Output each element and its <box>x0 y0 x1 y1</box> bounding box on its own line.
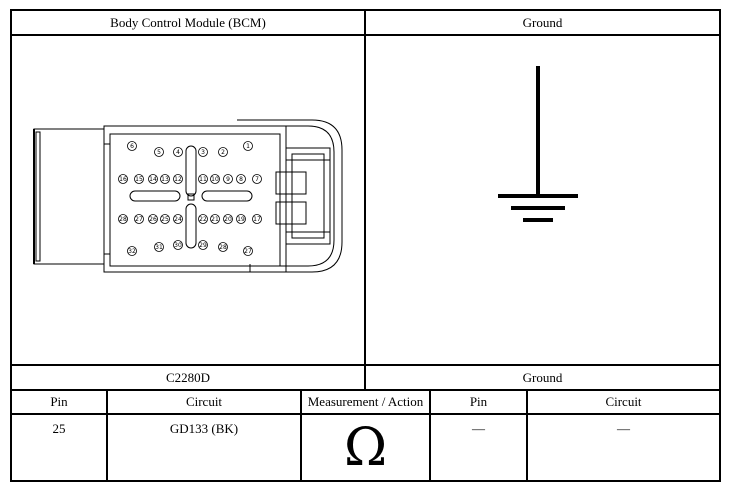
th-pin-a: Pin <box>50 394 68 409</box>
ohm-icon: Ω <box>343 417 388 478</box>
col-divider-3 <box>429 389 431 482</box>
pin-r3-5: 24 <box>173 214 183 224</box>
col-divider-2 <box>300 389 302 482</box>
pin-13: 13 <box>160 174 170 184</box>
pin-b-3: 30 <box>173 240 183 250</box>
pin-4: 4 <box>173 147 183 157</box>
pin-b-6: 27 <box>243 246 253 256</box>
pin-15: 15 <box>134 174 144 184</box>
pin-8: 8 <box>236 174 246 184</box>
bcm-title: Body Control Module (BCM) <box>110 14 266 30</box>
pin-r3-4: 25 <box>160 214 170 224</box>
svg-text:28: 28 <box>119 216 127 223</box>
pin-1: 1 <box>243 141 253 151</box>
svg-text:5: 5 <box>157 149 161 156</box>
connector-housing <box>237 119 343 273</box>
svg-text:7: 7 <box>255 176 259 183</box>
svg-text:29: 29 <box>199 242 207 249</box>
cell-pin-a: 25 <box>52 421 66 436</box>
svg-text:10: 10 <box>211 176 219 183</box>
cell-circuit-b: — <box>617 421 630 436</box>
ground-symbol-icon <box>498 66 578 222</box>
th-pin-b: Pin <box>469 394 488 409</box>
connector-name: C2280D <box>165 369 211 385</box>
svg-text:22: 22 <box>199 216 207 223</box>
svg-text:16: 16 <box>119 176 127 183</box>
pin-7: 7 <box>252 174 262 184</box>
svg-text:2: 2 <box>221 149 225 156</box>
svg-text:17: 17 <box>253 216 261 223</box>
svg-text:30: 30 <box>174 242 182 249</box>
pin-12: 12 <box>173 174 183 184</box>
svg-text:12: 12 <box>174 176 182 183</box>
pin-16: 16 <box>118 174 128 184</box>
svg-text:31: 31 <box>155 244 163 251</box>
pin-b-1: 32 <box>127 246 137 256</box>
col-divider-1 <box>106 389 108 482</box>
svg-text:8: 8 <box>239 176 243 183</box>
pin-r3-9: 19 <box>236 214 246 224</box>
pin-b-5: 28 <box>218 242 228 252</box>
svg-text:6: 6 <box>130 143 134 150</box>
pin-3: 3 <box>198 147 208 157</box>
pin-11: 11 <box>198 174 208 184</box>
svg-text:3: 3 <box>201 149 205 156</box>
svg-text:14: 14 <box>149 176 157 183</box>
svg-text:19: 19 <box>237 216 245 223</box>
pin-r3-2: 27 <box>134 214 144 224</box>
pin-r3-7: 21 <box>210 214 220 224</box>
pin-9: 9 <box>223 174 233 184</box>
pin-r3-1: 28 <box>118 214 128 224</box>
pin-r3-6: 22 <box>198 214 208 224</box>
pin-6: 6 <box>127 141 137 151</box>
pin-2: 2 <box>218 147 228 157</box>
pin-r3-8: 20 <box>223 214 233 224</box>
th-measurement: Measurement / Action <box>307 394 424 409</box>
svg-text:32: 32 <box>128 248 136 255</box>
center-divider <box>364 9 366 391</box>
pin-b-4: 29 <box>198 240 208 250</box>
svg-text:1: 1 <box>246 143 250 150</box>
pin-5: 5 <box>154 147 164 157</box>
cell-measurement: Ω <box>302 415 429 480</box>
cell-circuit-a: GD133 (BK) <box>169 421 239 436</box>
svg-text:27: 27 <box>244 248 252 255</box>
col-divider-4 <box>526 389 528 482</box>
pin-10: 10 <box>210 174 220 184</box>
pin-r3-10: 17 <box>252 214 262 224</box>
pin-b-2: 31 <box>154 242 164 252</box>
cell-pin-b: — <box>472 421 485 436</box>
svg-text:25: 25 <box>161 216 169 223</box>
table-top <box>10 389 721 391</box>
svg-text:11: 11 <box>199 176 207 183</box>
svg-text:24: 24 <box>174 216 182 223</box>
connector-diagram: 6 5 4 3 2 1 16 15 14 13 12 11 10 9 8 7 2… <box>33 119 343 273</box>
ground-title: Ground <box>522 14 563 30</box>
svg-text:4: 4 <box>176 149 180 156</box>
connector-row-top <box>10 364 721 366</box>
svg-text:26: 26 <box>149 216 157 223</box>
ground-label: Ground <box>522 369 563 385</box>
pin-14: 14 <box>148 174 158 184</box>
svg-text:27: 27 <box>135 216 143 223</box>
table-header-divider <box>10 413 721 415</box>
svg-text:21: 21 <box>211 216 219 223</box>
svg-text:20: 20 <box>224 216 232 223</box>
svg-text:13: 13 <box>161 176 169 183</box>
svg-text:9: 9 <box>226 176 230 183</box>
connector-latch <box>33 128 105 265</box>
th-circuit-b: Circuit <box>605 394 642 409</box>
svg-text:15: 15 <box>135 176 143 183</box>
th-circuit-a: Circuit <box>185 394 223 409</box>
svg-text:28: 28 <box>219 244 227 251</box>
pin-r3-3: 26 <box>148 214 158 224</box>
